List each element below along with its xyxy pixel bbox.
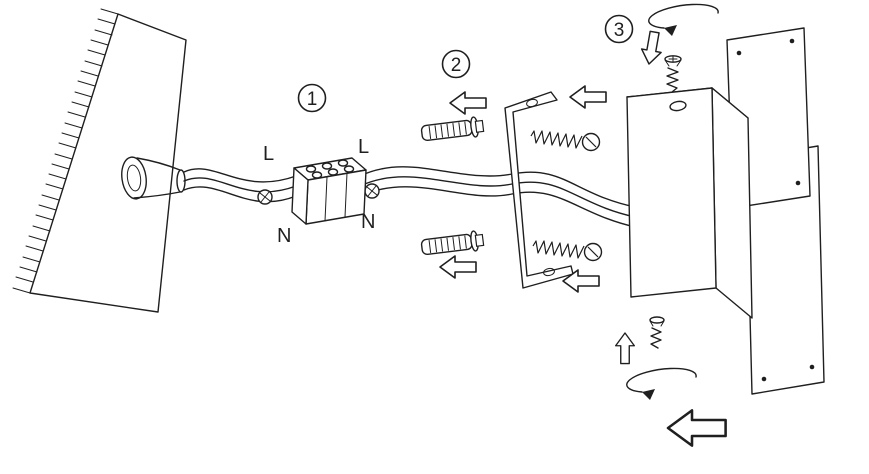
- step-3-marker: 3: [604, 14, 634, 44]
- arrow-left-plug-lower: [439, 255, 477, 279]
- panel-screw-hole: [795, 180, 801, 186]
- step-3-label: 3: [614, 20, 625, 41]
- mounting-screw-lower: [532, 240, 603, 262]
- supply-wires: [183, 166, 641, 229]
- rotation-arrow-bottom: [626, 367, 697, 400]
- arrow-insert-big: [666, 409, 727, 447]
- arrow-left-plug-upper: [449, 91, 487, 115]
- lamp-side-face: [711, 87, 753, 319]
- lamp-top-hole: [669, 100, 687, 112]
- label-neutral-left: N: [277, 225, 291, 247]
- cable-entry-hole: [121, 156, 186, 200]
- step-1-circle: [297, 83, 327, 113]
- bracket-hole-upper: [526, 98, 538, 108]
- wall-panel: [29, 13, 187, 313]
- step-2-marker: 2: [441, 49, 471, 79]
- step-2-circle: [441, 49, 471, 79]
- step-1-label: 1: [307, 89, 318, 110]
- wall-plug-upper: [419, 115, 485, 145]
- wall-plug-lower: [419, 229, 485, 259]
- step-3-circle: [604, 14, 634, 44]
- wire-clamp-screw-left: [257, 189, 273, 205]
- panel-screw-hole: [789, 38, 795, 44]
- label-live-right: L: [358, 136, 369, 158]
- terminal-screws: [305, 159, 355, 179]
- panel-screw-hole: [761, 376, 767, 382]
- lamp-body: [626, 87, 753, 319]
- terminal-block: [291, 157, 367, 225]
- arrow-up-bottom-screw: [614, 332, 636, 365]
- lamp-front-face: [626, 87, 717, 298]
- lamp-top-screw: [664, 55, 682, 93]
- arrow-down-lamp: [638, 29, 666, 67]
- mounting-bracket: [504, 91, 574, 289]
- panel-screw-hole: [736, 50, 742, 56]
- terminal-block-side: [291, 167, 309, 225]
- mounting-screw-upper: [530, 130, 601, 152]
- step-2-label: 2: [451, 55, 462, 76]
- label-live-left: L: [263, 143, 274, 165]
- label-neutral-right: N: [361, 211, 375, 233]
- lamp-bottom-screw: [649, 316, 665, 349]
- arrow-left-screw-upper: [569, 85, 607, 109]
- wall: [12, 8, 187, 313]
- step-1-marker: 1: [297, 83, 327, 113]
- panel-screw-hole: [809, 364, 815, 370]
- rotation-arrow-top: [648, 3, 719, 36]
- wire-clamp-screw-right: [364, 183, 380, 199]
- bracket-hole-lower: [543, 267, 555, 277]
- wall-hatching: [12, 8, 119, 294]
